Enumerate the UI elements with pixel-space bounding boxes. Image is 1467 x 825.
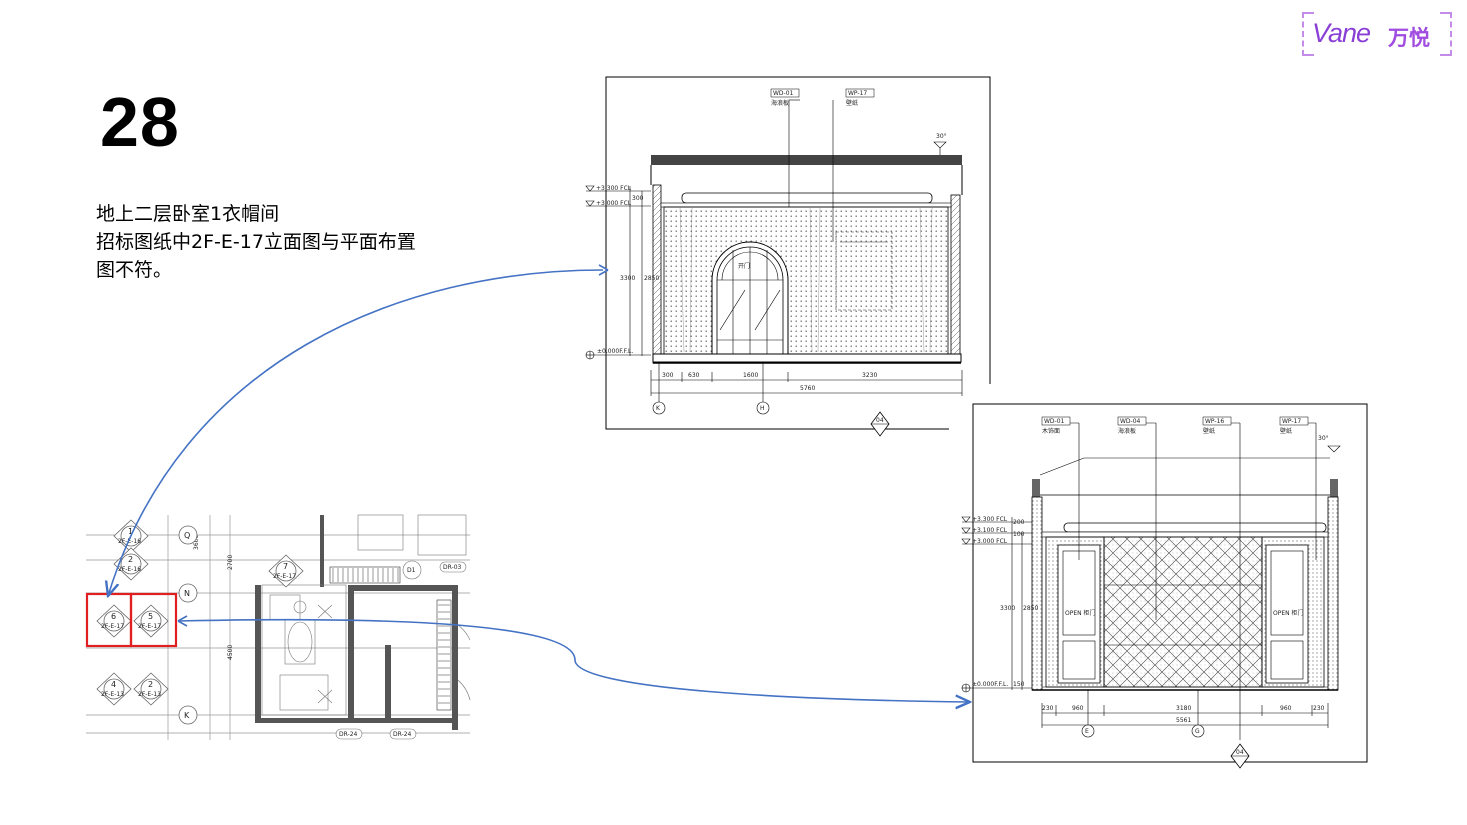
- tag-note: 海浪板: [771, 99, 789, 107]
- door-label: 开门: [738, 262, 750, 270]
- arrow-to-bottom-elevation: [177, 618, 970, 702]
- door-label: OPEN 柜门: [1065, 609, 1096, 617]
- marker-ref: 2F-E-16: [118, 538, 141, 545]
- grid-bubble: H: [760, 405, 765, 412]
- grid-bubble: K: [184, 711, 190, 720]
- marker-ref: 2F-E-13: [138, 691, 161, 698]
- dim-label: 1600: [743, 372, 758, 379]
- tag-note: 壁纸: [1280, 427, 1292, 435]
- vertical-dim: 3300: [620, 275, 635, 282]
- level-label: +3.000 FCL: [972, 538, 1008, 545]
- tag-code: WD-01: [1044, 418, 1065, 425]
- level-label: ±0.000F.F.L.: [597, 348, 633, 355]
- level-label: +3.000 FCL: [596, 200, 632, 207]
- grid-bubble: K: [656, 405, 661, 412]
- dim-label: 300: [662, 372, 674, 379]
- vertical-dim: 100: [1013, 531, 1025, 538]
- plan-dim: 4500: [227, 645, 234, 660]
- logo-text-chinese: 万悦: [1388, 26, 1430, 50]
- angle-label: 30°: [936, 133, 947, 140]
- marker-number: 5: [148, 612, 153, 621]
- dim-label: 230: [1313, 705, 1325, 712]
- level-label: +3.300 FCL: [596, 185, 632, 192]
- vertical-dim: 300: [632, 195, 644, 202]
- door-label: OPEN 柜门: [1273, 609, 1304, 617]
- marker-ref: 2F-E-17: [273, 573, 296, 580]
- plan-dim: 3600: [193, 535, 200, 550]
- marker-ref: 2F-E-16: [118, 566, 141, 573]
- door-tag: DR-24: [339, 731, 358, 738]
- floor-plan-excerpt: 3600 2700 4500 Q N K: [85, 514, 471, 740]
- section-mark: 04: [1236, 749, 1244, 756]
- section-mark: 04: [876, 417, 884, 424]
- vertical-dim: 2850: [1023, 605, 1038, 612]
- grid-bubble: E: [1085, 728, 1089, 735]
- door-tag: DR-03: [443, 564, 462, 571]
- dim-label: 960: [1072, 705, 1084, 712]
- marker-number: 6: [111, 612, 116, 621]
- grid-bubble: N: [184, 589, 190, 598]
- logo-bracket-left: [1302, 12, 1314, 56]
- tag-code: WD-01: [773, 90, 794, 97]
- marker-number: 2: [128, 555, 133, 564]
- total-dim: 5561: [1176, 717, 1191, 724]
- grid-bubble: G: [1195, 728, 1200, 735]
- logo-bracket-right: [1440, 12, 1452, 56]
- door-tag: D1: [407, 567, 416, 574]
- level-label: +3.300 FCL: [972, 516, 1008, 523]
- issue-description: 地上二层卧室1衣帽间 招标图纸中2F-E-17立面图与平面布置 图不符。: [96, 200, 476, 284]
- dim-label: 960: [1280, 705, 1292, 712]
- tag-code: WD-04: [1120, 418, 1141, 425]
- tag-note: 壁纸: [846, 99, 858, 107]
- marker-ref: 2F-E-17: [101, 623, 124, 630]
- arrow-to-top-elevation: [108, 269, 604, 596]
- brand-logo: Vane 万悦: [1302, 12, 1452, 56]
- dim-label: 230: [1042, 705, 1054, 712]
- marker-ref: 2F-E-13: [101, 691, 124, 698]
- dim-label: 630: [688, 372, 700, 379]
- elevation-top: 开门 WD-01 海浪板 WP-17 壁纸 30° +3.300 FCL +3.: [585, 76, 991, 437]
- elevation-bottom: OPEN 柜门 OPEN 柜门 WD-01 木饰面 WD-04 海浪: [961, 403, 1368, 769]
- vertical-dim: 2850: [644, 275, 659, 282]
- tag-note: 木饰面: [1042, 427, 1060, 435]
- vertical-dim: 150: [1013, 681, 1025, 688]
- tag-note: 壁纸: [1203, 427, 1215, 435]
- description-line-1: 地上二层卧室1衣帽间: [96, 203, 280, 225]
- dim-label: 3230: [862, 372, 877, 379]
- door-tag: DR-24: [393, 731, 412, 738]
- dim-label: 3180: [1176, 705, 1191, 712]
- level-label: +3.100 FCL: [972, 527, 1008, 534]
- level-label: ±0.000F.F.L.: [972, 681, 1008, 688]
- plan-dim: 2700: [227, 555, 234, 570]
- tag-note: 海浪板: [1118, 427, 1136, 435]
- tag-code: WP-17: [848, 90, 867, 97]
- angle-label: 30°: [1318, 435, 1329, 442]
- tag-code: WP-17: [1282, 418, 1301, 425]
- vertical-dim: 3300: [1000, 605, 1015, 612]
- grid-bubble: Q: [184, 531, 190, 540]
- highlight-box-5: [129, 592, 178, 648]
- marker-number: 4: [111, 680, 116, 689]
- vertical-dim: 200: [1013, 519, 1025, 526]
- tag-code: WP-16: [1205, 418, 1224, 425]
- page-number: 28: [100, 83, 180, 161]
- description-line-3: 图不符。: [96, 259, 173, 281]
- logo-text-latin: Vane: [1312, 18, 1371, 48]
- marker-number: 1: [128, 527, 133, 536]
- description-line-2: 招标图纸中2F-E-17立面图与平面布置: [96, 231, 416, 253]
- marker-number: 7: [283, 562, 288, 571]
- total-dim: 5760: [800, 385, 815, 392]
- marker-number: 2: [148, 680, 153, 689]
- marker-ref: 2F-E-17: [138, 623, 161, 630]
